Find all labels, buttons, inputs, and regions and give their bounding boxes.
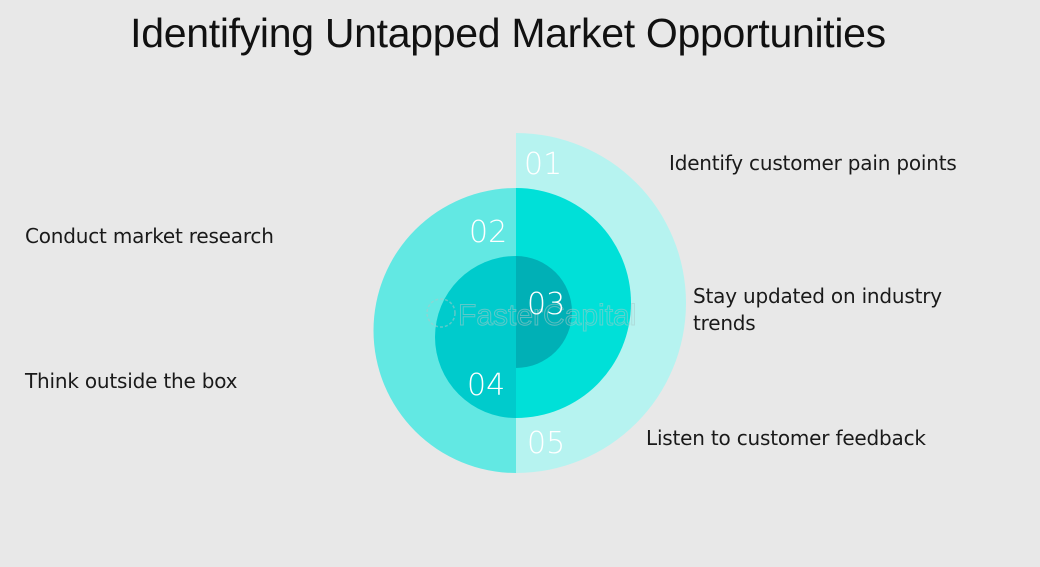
step-number-05: 05	[527, 426, 565, 461]
step-number-02: 02	[469, 215, 507, 250]
watermark: FasterCapital	[426, 298, 637, 333]
step-label-03-line2: trends	[693, 311, 756, 335]
segment-02-right	[516, 188, 631, 418]
step-label-03-line1: Stay updated on industry	[693, 284, 942, 308]
step-label-03: Stay updated on industry trends	[693, 283, 942, 337]
page-title: Identifying Untapped Market Opportunitie…	[130, 10, 886, 56]
step-label-05: Listen to customer feedback	[646, 426, 926, 450]
segment-03	[516, 256, 572, 368]
step-label-04: Think outside the box	[25, 369, 238, 393]
step-label-02: Conduct market research	[25, 224, 274, 248]
segment-04	[435, 256, 516, 418]
svg-text:FasterCapital: FasterCapital	[458, 299, 636, 332]
step-number-03: 03	[527, 287, 565, 322]
step-number-04: 04	[467, 368, 505, 403]
step-label-01: Identify customer pain points	[669, 151, 957, 175]
step-number-01: 01	[524, 147, 562, 182]
gear-icon	[426, 298, 456, 328]
